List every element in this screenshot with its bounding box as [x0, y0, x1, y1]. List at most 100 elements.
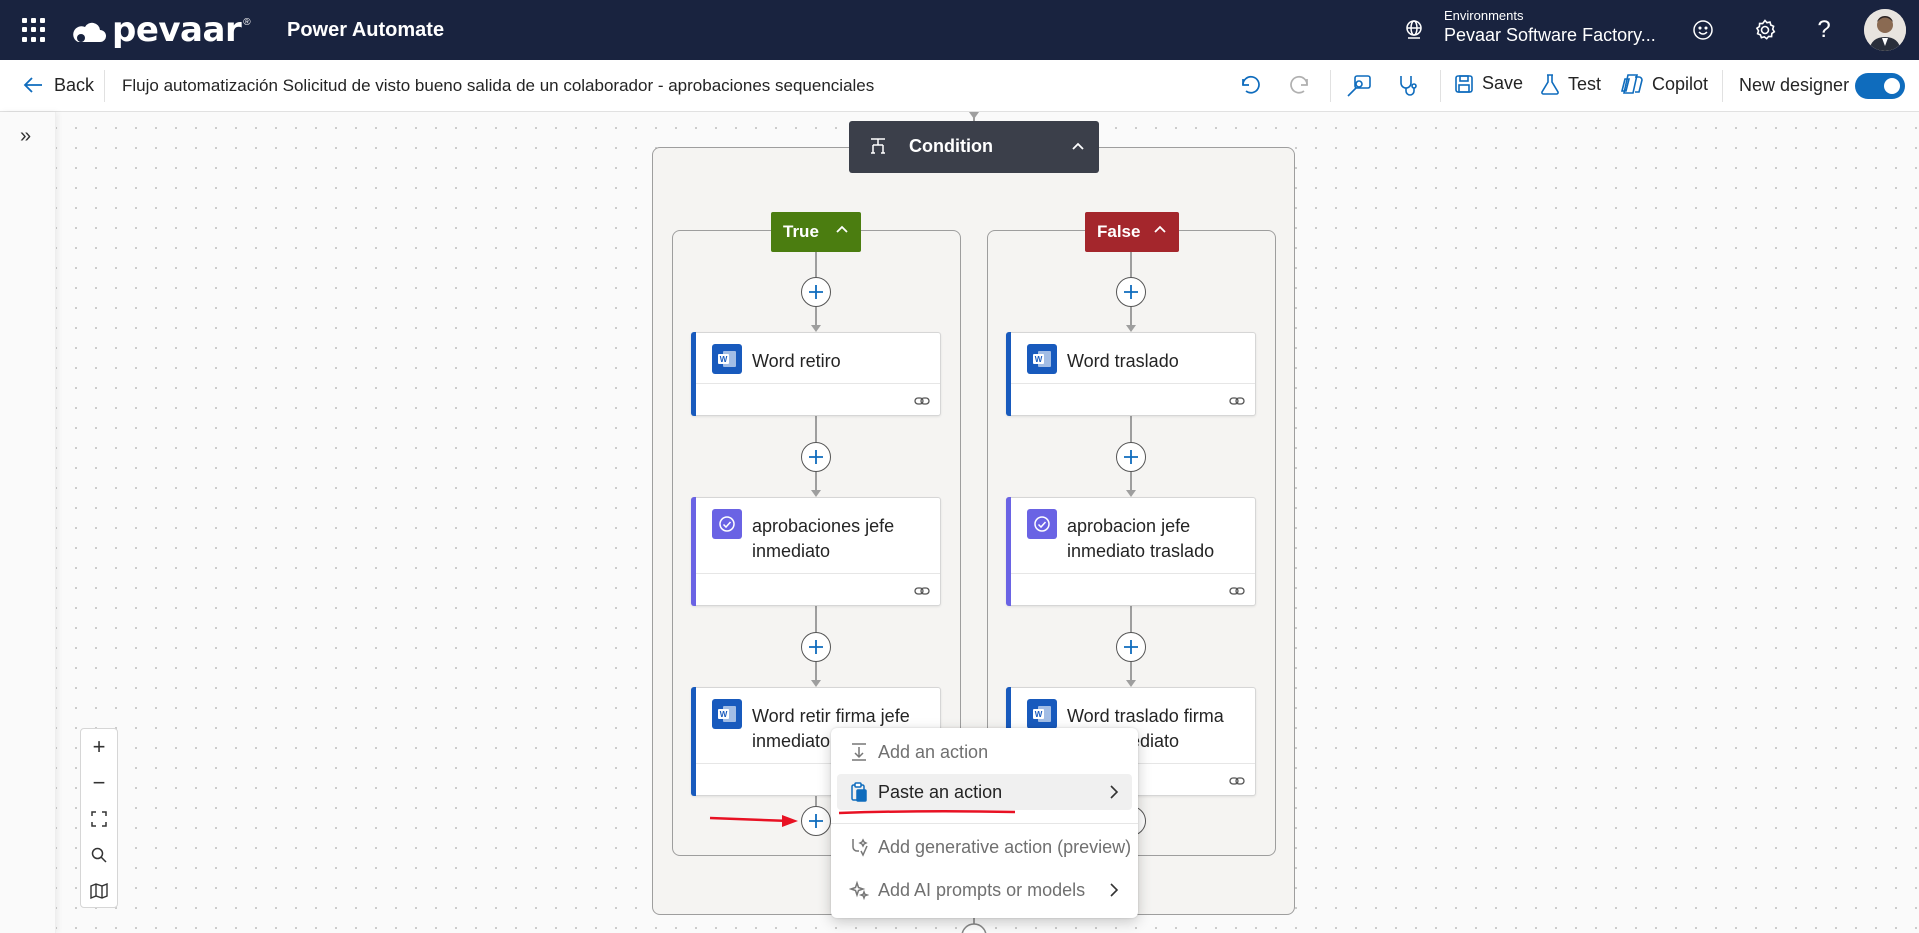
- card-accent: [691, 332, 696, 416]
- condition-icon: [871, 138, 885, 154]
- link-icon: [914, 397, 930, 405]
- side-rail: [0, 112, 56, 933]
- divider: [1722, 70, 1723, 102]
- action-card-word-retiro[interactable]: W Word retiro: [691, 332, 941, 416]
- plus-icon: [1124, 640, 1138, 654]
- stethoscope-icon[interactable]: [1396, 74, 1420, 98]
- true-branch-tag[interactable]: True: [771, 212, 861, 252]
- brand-logo: pevaar ®: [72, 10, 251, 50]
- menu-item-label: Add AI prompts or models: [878, 880, 1086, 900]
- collapse-chevron-icon[interactable]: [1071, 141, 1085, 151]
- save-icon: [1455, 74, 1473, 93]
- action-card-aprobacion-jefe-traslado[interactable]: aprobacion jefe inmediato traslado: [1006, 497, 1256, 606]
- action-card-aprobaciones-jefe[interactable]: aprobaciones jefe inmediato: [691, 497, 941, 606]
- user-avatar[interactable]: [1864, 9, 1906, 51]
- environment-name: Pevaar Software Factory...: [1444, 25, 1656, 45]
- zoom-out-icon[interactable]: −: [92, 770, 106, 795]
- insert-step-button[interactable]: [1116, 632, 1146, 662]
- word-icon: W: [1027, 699, 1057, 729]
- approval-icon: [712, 509, 742, 539]
- condition-label: Condition: [909, 136, 993, 156]
- help-question-icon[interactable]: ?: [1817, 16, 1831, 43]
- insert-step-button[interactable]: [1116, 277, 1146, 307]
- test-button[interactable]: Test: [1540, 73, 1601, 95]
- action-title: Word traslado: [1067, 351, 1179, 371]
- expand-panel-icon[interactable]: »: [20, 125, 32, 147]
- minimap-icon[interactable]: [81, 873, 117, 909]
- copilot-button[interactable]: Copilot: [1620, 73, 1708, 95]
- back-label: Back: [54, 74, 95, 95]
- false-label: False: [1097, 222, 1141, 241]
- app-launcher-icon[interactable]: [22, 18, 46, 42]
- plus-icon: [1124, 285, 1138, 299]
- action-card-word-traslado[interactable]: W Word traslado: [1006, 332, 1256, 416]
- menu-item-label: Add generative action (preview): [878, 837, 1132, 857]
- back-arrow-icon: [23, 77, 42, 93]
- search-icon[interactable]: [81, 837, 117, 873]
- insert-step-button[interactable]: [1116, 442, 1146, 472]
- collapse-chevron-icon[interactable]: [835, 224, 849, 234]
- environment-globe-icon[interactable]: [1402, 18, 1426, 42]
- annotation-arrow-icon: [709, 815, 798, 827]
- menu-item-label: Paste an action: [878, 782, 1003, 802]
- insert-step-button[interactable]: [801, 632, 831, 662]
- undo-icon[interactable]: [1238, 74, 1262, 98]
- card-divider: [1011, 573, 1255, 574]
- fit-view-icon[interactable]: [81, 801, 117, 837]
- insert-step-button[interactable]: [801, 806, 831, 836]
- insert-context-menu: Add an action Paste an action Add genera…: [831, 728, 1138, 918]
- add-action-icon: [852, 743, 866, 761]
- ai-sparkle-icon: [849, 880, 869, 900]
- action-title: aprobaciones jefe inmediato: [752, 516, 895, 561]
- test-label: Test: [1568, 73, 1602, 94]
- registered-mark: ®: [243, 16, 251, 28]
- svg-text:W: W: [1035, 710, 1043, 719]
- card-accent: [1006, 497, 1011, 606]
- divider: [1440, 70, 1441, 102]
- command-bar: Back Flujo automatización Solicitud de v…: [0, 60, 1919, 112]
- menu-item-add-action[interactable]: Add an action: [837, 734, 1132, 770]
- word-icon: W: [712, 344, 742, 374]
- svg-text:W: W: [720, 710, 728, 719]
- save-label: Save: [1482, 73, 1524, 93]
- condition-action-header[interactable]: Condition: [849, 121, 1099, 173]
- card-divider: [696, 573, 940, 574]
- top-header: pevaar ® Power Automate Environments Pev…: [0, 0, 1919, 60]
- card-accent: [1006, 332, 1011, 416]
- insert-step-button[interactable]: [801, 442, 831, 472]
- new-designer-toggle[interactable]: [1855, 73, 1905, 99]
- copilot-icon: [1620, 74, 1643, 94]
- false-branch-tag[interactable]: False: [1085, 212, 1179, 252]
- flow-title[interactable]: Flujo automatización Solicitud de visto …: [122, 76, 875, 95]
- word-icon: W: [1027, 344, 1057, 374]
- collapse-chevron-icon[interactable]: [1153, 224, 1167, 234]
- action-title: Word retir firma jefe inmediato: [752, 706, 910, 751]
- chevron-right-icon: [1110, 883, 1119, 897]
- settings-gear-icon[interactable]: [1751, 16, 1779, 44]
- menu-item-paste-action[interactable]: Paste an action: [837, 774, 1132, 810]
- card-divider: [1011, 383, 1255, 384]
- card-accent: [691, 497, 696, 606]
- zoom-in-icon[interactable]: +: [92, 734, 106, 759]
- action-title: Word retiro: [752, 351, 841, 371]
- card-accent: [691, 687, 696, 796]
- flow-checker-icon[interactable]: [1346, 74, 1372, 98]
- environment-picker[interactable]: Environments Pevaar Software Factory...: [1444, 8, 1656, 46]
- plus-icon: [809, 285, 823, 299]
- link-icon: [1229, 777, 1245, 785]
- feedback-smiley-icon[interactable]: [1689, 16, 1717, 44]
- save-button[interactable]: Save: [1454, 73, 1523, 94]
- link-icon: [914, 587, 930, 595]
- plus-icon: [809, 814, 823, 828]
- divider: [104, 70, 105, 102]
- app-name[interactable]: Power Automate: [287, 19, 445, 41]
- generative-action-icon: [852, 838, 868, 857]
- redo-icon[interactable]: [1288, 74, 1312, 98]
- insert-step-button[interactable]: [801, 277, 831, 307]
- svg-text:W: W: [1035, 355, 1043, 364]
- card-divider: [696, 383, 940, 384]
- new-designer-label: New designer: [1739, 75, 1850, 95]
- back-button[interactable]: Back: [22, 74, 94, 96]
- menu-item-generative-action[interactable]: Add generative action (preview): [837, 829, 1132, 865]
- menu-item-ai-prompts[interactable]: Add AI prompts or models: [837, 872, 1132, 908]
